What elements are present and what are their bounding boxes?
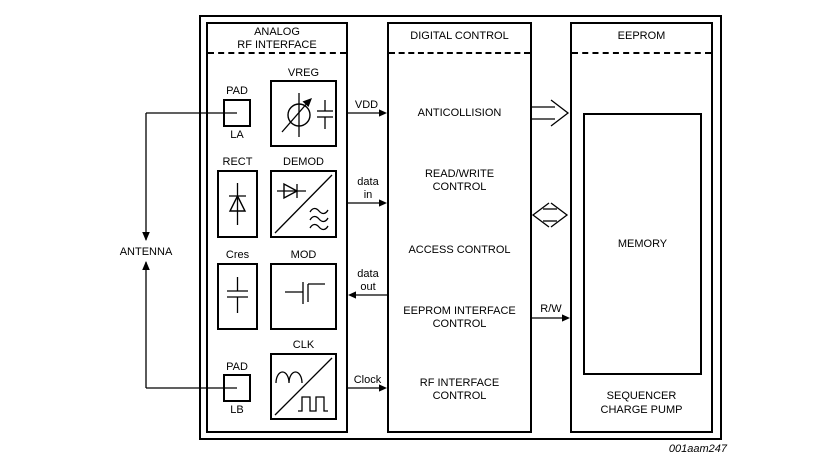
digital-item-access-control: ACCESS CONTROL xyxy=(408,244,511,256)
rw-signal-label: R/W xyxy=(540,303,562,315)
eeprom-section-title: EEPROM xyxy=(617,30,666,42)
eeprom-section xyxy=(570,22,713,433)
memory-block: MEMORY xyxy=(583,113,702,375)
digital-control-section xyxy=(387,22,532,433)
vreg-block xyxy=(270,80,337,147)
pad-la-sublabel: LA xyxy=(230,129,244,141)
resonance-capacitor-icon xyxy=(227,277,248,313)
digital-section-title: DIGITAL CONTROL xyxy=(410,30,509,42)
analog-section-title: ANALOG RF INTERFACE xyxy=(206,26,348,52)
figure-reference: 001aam247 xyxy=(668,443,727,455)
data-out-signal-label: data out xyxy=(357,268,379,293)
antenna-arrow-down-icon xyxy=(142,232,150,241)
clk-block xyxy=(270,353,337,420)
eeprom-footer: SEQUENCER CHARGE PUMP xyxy=(572,389,711,417)
cres-block xyxy=(217,263,258,330)
demod-block xyxy=(270,170,337,238)
digital-title-divider xyxy=(389,52,530,54)
rect-block xyxy=(217,170,258,238)
pad-lb-label: PAD xyxy=(226,361,248,373)
pad-la-label: PAD xyxy=(226,85,248,97)
analog-title-divider xyxy=(208,52,346,54)
voltage-regulator-icon xyxy=(281,93,333,137)
digital-item-anticollision: ANTICOLLISION xyxy=(417,107,502,119)
sequencer-label: SEQUENCER xyxy=(606,390,677,402)
modulator-icon xyxy=(285,282,325,304)
pad-la-block xyxy=(223,99,251,127)
antenna-arrow-up-icon xyxy=(142,261,150,270)
mod-label: MOD xyxy=(290,249,317,261)
vreg-label: VREG xyxy=(287,67,320,79)
pad-lb-block xyxy=(223,374,251,402)
rectifier-diode-icon xyxy=(228,183,247,225)
eeprom-title-divider xyxy=(572,52,711,54)
demod-label: DEMOD xyxy=(283,156,324,168)
pad-lb-sublabel: LB xyxy=(230,404,244,416)
data-in-signal-label: data in xyxy=(357,176,379,201)
analog-title-line1: ANALOG xyxy=(254,26,300,38)
cres-label: Cres xyxy=(225,249,250,261)
analog-rf-interface-section xyxy=(206,22,348,433)
mod-block xyxy=(270,263,337,330)
clock-signal-label: Clock xyxy=(353,374,382,386)
clk-label: CLK xyxy=(292,339,315,351)
memory-label: MEMORY xyxy=(617,238,668,250)
analog-title-line2: RF INTERFACE xyxy=(237,39,317,51)
vdd-signal-label: VDD xyxy=(354,99,379,111)
demodulator-icon xyxy=(274,174,333,234)
clock-extractor-icon xyxy=(274,357,333,416)
rect-label: RECT xyxy=(222,156,253,168)
antenna-label: ANTENNA xyxy=(119,246,173,258)
charge-pump-label: CHARGE PUMP xyxy=(600,404,683,416)
chip-boundary xyxy=(199,15,722,440)
